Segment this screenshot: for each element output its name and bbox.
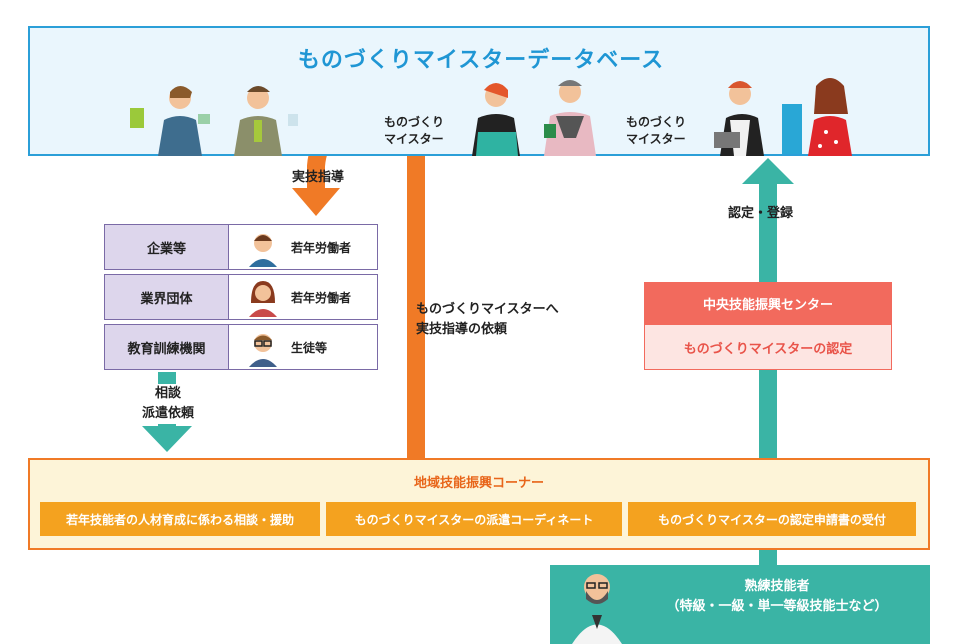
meister-database: ものづくりマイスターデータベース <box>28 26 930 156</box>
woman-with-books-icon <box>130 86 210 156</box>
meister-illustrations <box>130 78 852 156</box>
meister-label-right: ものづくり マイスター <box>626 114 686 148</box>
skilled-experts: 熟練技能者 （特級・一級・単一等級技能士など） <box>550 565 930 644</box>
organization-role: 生徒等 <box>291 340 328 355</box>
woman-with-headset-icon <box>472 83 520 156</box>
regional-item-consultation: 若年技能者の人材育成に係わる相談・援助 <box>40 502 320 536</box>
organization-role: 若年労働者 <box>291 240 352 255</box>
skilled-experts-text: 熟練技能者 （特級・一級・単一等級技能士など） <box>642 577 912 617</box>
meister-label-right-line2: マイスター <box>626 132 686 146</box>
regional-corner: 地域技能振興コーナー 若年技能者の人材育成に係わる相談・援助 ものづくりマイスタ… <box>28 458 930 550</box>
guidance-request-line2: 実技指導の依頼 <box>416 322 508 337</box>
central-center-name: 中央技能振興センター <box>644 282 892 324</box>
skilled-experts-detail: （特級・一級・単一等級技能士など） <box>666 599 888 614</box>
meister-label-left-line2: マイスター <box>384 132 444 146</box>
consult-dispatch-label: 相談 派遣依頼 <box>124 384 212 424</box>
regional-item-application: ものづくりマイスターの認定申請書の受付 <box>628 502 916 536</box>
skilled-expert-icon <box>572 574 622 644</box>
regional-corner-title: 地域技能振興コーナー <box>413 476 544 491</box>
consult-arrowhead <box>142 426 192 452</box>
central-center-function: ものづくりマイスターの認定 <box>644 324 892 370</box>
meister-label-right-line1: ものづくり <box>626 115 687 129</box>
man-with-scarf-icon <box>544 80 596 156</box>
guidance-request-label: ものづくりマイスターへ 実技指導の依頼 <box>416 300 559 340</box>
student-icon <box>249 334 277 367</box>
woman-polka-dot-icon <box>782 78 852 156</box>
certify-register-label: 認定・登録 <box>728 206 794 221</box>
practical-guidance-arrowhead <box>292 188 340 216</box>
certify-arrowhead <box>742 158 794 184</box>
young-worker-female-icon <box>249 281 277 317</box>
young-worker-icon <box>249 234 277 267</box>
meister-label-left-line1: ものづくり <box>384 115 445 129</box>
guidance-request-line1: ものづくりマイスターへ <box>416 302 559 317</box>
man-with-laptop-icon <box>714 81 764 156</box>
consult-label-line2: 派遣依頼 <box>141 406 194 421</box>
skilled-experts-title: 熟練技能者 <box>744 579 810 594</box>
organization-row-industry: 業界団体 若年労働者 <box>104 274 378 320</box>
organization-row-companies: 企業等 若年労働者 <box>104 224 378 270</box>
organization-name: 企業等 <box>105 225 229 269</box>
organization-role: 若年労働者 <box>291 290 352 305</box>
meister-label-left: ものづくり マイスター <box>384 114 444 148</box>
database-title: ものづくりマイスターデータベース <box>297 48 665 73</box>
consult-label-line1: 相談 <box>154 386 181 401</box>
organization-row-training: 教育訓練機関 生徒等 <box>104 324 378 370</box>
organization-name: 業界団体 <box>105 275 229 319</box>
man-with-phone-icon <box>234 86 298 156</box>
regional-item-dispatch: ものづくりマイスターの派遣コーディネート <box>326 502 622 536</box>
orange-vertical-line <box>407 156 425 458</box>
organization-name: 教育訓練機関 <box>105 325 229 369</box>
practical-guidance-label: 実技指導 <box>292 170 345 185</box>
